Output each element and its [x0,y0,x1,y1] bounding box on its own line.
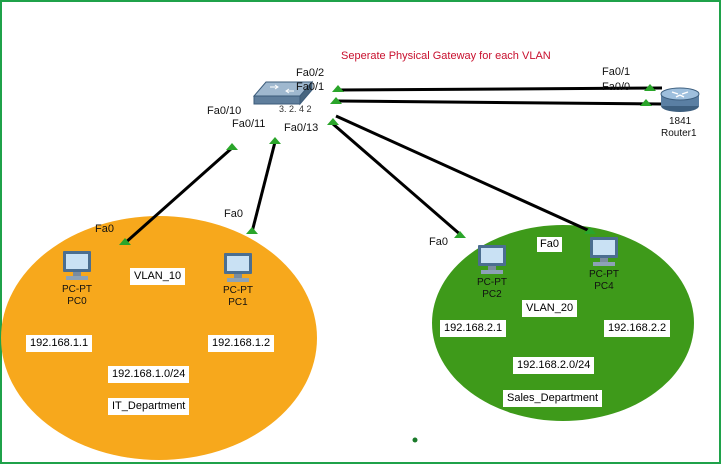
port-indicator-pc1 [246,227,258,234]
link-switch-pc4[interactable] [335,114,593,234]
pc4-computer-icon[interactable] [587,236,621,268]
pc2-type: PC-PT [477,277,507,288]
port-indicator-sw-fa0-13 [327,118,339,125]
vlan20-department-label: Sales_Department [503,390,603,407]
stray-dot [412,437,418,443]
link-switch-pc0[interactable] [124,146,233,245]
switch-icon[interactable] [252,80,314,106]
pc1-type: PC-PT [223,285,253,296]
port-label-sw-fa0-1: Fa0/1 [296,81,325,93]
pc2-ip-label: 192.168.2.1 [440,320,507,337]
pc0-name: PC0 [67,296,87,307]
port-label-pc1: Fa0 [224,208,243,220]
diagram-title: Seperate Physical Gateway for each VLAN [341,50,551,62]
link-switch-router-fa0-0[interactable] [337,99,663,106]
port-label-router-fa0-0: Fa0/0 [602,81,631,93]
pc0-computer-icon[interactable] [60,250,94,282]
port-label-pc4: Fa0 [537,237,562,252]
port-label-sw-fa0-13: Fa0/13 [284,122,319,134]
pc4-name: PC4 [594,281,614,292]
link-switch-router-fa0-1[interactable] [337,86,663,92]
link-switch-pc1[interactable] [250,141,277,233]
port-indicator-pc2 [454,231,466,238]
port-indicator-sw-fa0-11 [269,137,281,144]
port-indicator-router-fa0-1 [644,84,656,91]
router-model: 1841 [669,116,692,127]
router-icon[interactable] [660,87,700,112]
port-indicator-sw-fa0-1 [332,85,344,92]
port-label-pc2: Fa0 [429,236,448,248]
router-name: Router1 [661,128,697,139]
port-label-router-fa0-1: Fa0/1 [602,66,631,78]
port-indicator-pc4 [584,227,596,234]
pc2-computer-icon[interactable] [475,244,509,276]
vlan20-network-label: 192.168.2.0/24 [513,357,595,374]
vlan10-name-label: VLAN_10 [130,268,186,285]
pc4-ip-label: 192.168.2.2 [604,320,671,337]
link-switch-pc2[interactable] [332,122,463,238]
vlan10-department-label: IT_Department [108,398,190,415]
port-indicator-router-fa0-0 [640,99,652,106]
port-label-sw-fa0-11: Fa0/11 [232,118,266,130]
pc0-type: PC-PT [62,284,92,295]
pc1-ip-label: 192.168.1.2 [208,335,275,352]
switch-label-fragment: 3. 2. 4 2 [279,104,312,114]
port-indicator-sw-fa0-10 [226,143,238,150]
pc4-type: PC-PT [589,269,619,280]
port-label-sw-fa0-10: Fa0/10 [207,105,242,117]
port-indicator-sw-fa0-0 [330,97,342,104]
vlan10-network-label: 192.168.1.0/24 [108,366,190,383]
pc1-computer-icon[interactable] [221,252,255,284]
pc1-name: PC1 [228,297,248,308]
port-label-sw-fa0-2: Fa0/2 [296,67,325,79]
pc2-name: PC2 [482,289,502,300]
vlan20-name-label: VLAN_20 [522,300,578,317]
port-indicator-pc0 [119,238,131,245]
port-label-pc0: Fa0 [95,223,114,235]
pc0-ip-label: 192.168.1.1 [26,335,93,352]
